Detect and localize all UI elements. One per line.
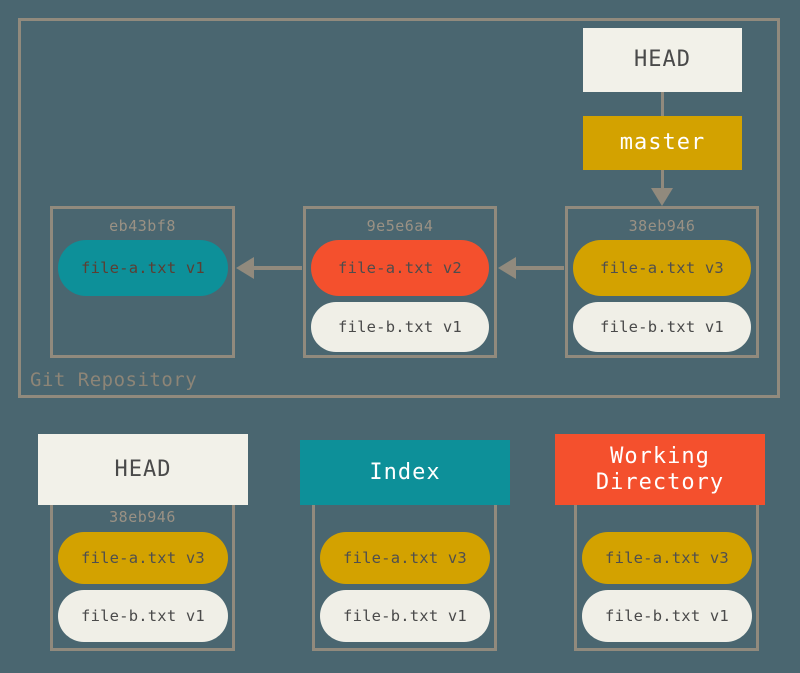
area-header-head-label: HEAD [114,456,172,482]
area-index-file-1[interactable]: file-b.txt v1 [320,590,490,642]
area-header-index[interactable]: Index [300,440,510,505]
master-to-commit-connector [661,170,664,190]
area-header-head[interactable]: HEAD [38,434,248,505]
repo-head-ref-box[interactable]: HEAD [583,28,742,92]
area-head-hash: 38eb946 [109,508,176,526]
commit-box-0[interactable]: eb43bf8 [50,206,235,358]
commit-2-file-1[interactable]: file-b.txt v1 [573,302,751,352]
commit-1-file-0[interactable]: file-a.txt v2 [311,240,489,296]
area-head-file-0[interactable]: file-a.txt v3 [58,532,228,584]
commit-2-to-1-arrowhead [498,257,516,279]
commit-1-file-1[interactable]: file-b.txt v1 [311,302,489,352]
head-to-master-connector [661,92,664,116]
repo-master-ref-box[interactable]: master [583,116,742,170]
area-frame-head [50,505,235,651]
area-frame-working-directory [574,505,759,651]
commit-1-file-1-label: file-b.txt v1 [338,318,462,336]
area-working-directory-file-1-label: file-b.txt v1 [605,607,729,625]
repo-head-ref-label: HEAD [634,47,691,73]
commit-1-file-0-label: file-a.txt v2 [338,259,462,277]
area-head-file-1[interactable]: file-b.txt v1 [58,590,228,642]
commit-box-2[interactable]: 38eb946 [565,206,759,358]
area-head-file-0-label: file-a.txt v3 [81,549,205,567]
commit-0-file-0-label: file-a.txt v1 [81,259,205,277]
commit-2-file-0[interactable]: file-a.txt v3 [573,240,751,296]
commit-box-1[interactable]: 9e5e6a4 [303,206,497,358]
master-to-commit-arrowhead [651,188,673,206]
commit-hash-0: eb43bf8 [109,217,176,235]
commit-2-file-0-label: file-a.txt v3 [600,259,724,277]
commit-2-to-1-connector [516,266,564,270]
area-index-file-0-label: file-a.txt v3 [343,549,467,567]
area-index-file-1-label: file-b.txt v1 [343,607,467,625]
area-header-working-directory-label-line2: Directory [595,469,725,495]
commit-1-to-0-arrowhead [236,257,254,279]
area-header-working-directory[interactable]: Working Directory [555,434,765,505]
commit-2-file-1-label: file-b.txt v1 [600,318,724,336]
git-repository-frame [18,18,780,398]
commit-0-file-0[interactable]: file-a.txt v1 [58,240,228,296]
area-index-file-0[interactable]: file-a.txt v3 [320,532,490,584]
area-working-directory-file-0-label: file-a.txt v3 [605,549,729,567]
area-working-directory-file-0[interactable]: file-a.txt v3 [582,532,752,584]
area-frame-index [312,505,497,651]
repo-master-ref-label: master [619,130,706,156]
commit-hash-2: 38eb946 [628,217,696,235]
area-head-file-1-label: file-b.txt v1 [81,607,205,625]
area-working-directory-file-1[interactable]: file-b.txt v1 [582,590,752,642]
commit-hash-1: 9e5e6a4 [366,217,434,235]
git-repository-label: Git Repository [26,369,202,391]
commit-1-to-0-connector [254,266,302,270]
area-header-working-directory-label-line1: Working [610,443,710,469]
area-header-index-label: Index [369,459,441,485]
